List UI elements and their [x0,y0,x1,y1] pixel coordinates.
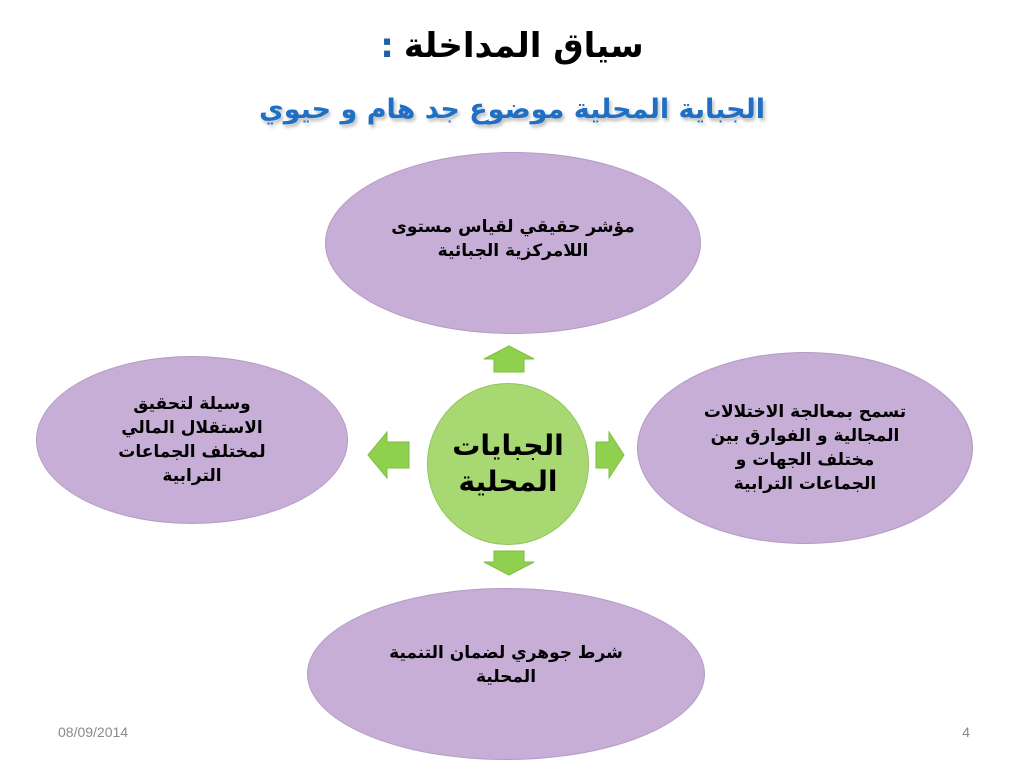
footer-date: 08/09/2014 [58,724,129,740]
arrow-left-icon [367,430,410,480]
node-top: مؤشر حقيقي لقياس مستوى اللامركزية الجبائ… [325,152,701,334]
node-bottom-text: شرط جوهري لضمان التنمية المحلية [389,643,623,687]
node-top-text: مؤشر حقيقي لقياس مستوى اللامركزية الجبائ… [391,217,635,261]
arrow-right-icon [595,430,625,480]
node-right: تسمح بمعالجة الاختلالات المجالية و الفوا… [637,352,973,544]
node-left-text: وسيلة لتحقيق الاستقلال المالي لمختلف الج… [118,394,266,486]
slide-title: سياق المداخلة: [0,22,1024,70]
title-colon: : [380,26,394,66]
page-number: 4 [962,724,970,740]
node-right-text: تسمح بمعالجة الاختلالات المجالية و الفوا… [703,402,907,494]
center-node-text: الجبايات المحلية [452,429,564,498]
arrow-down-icon [483,550,535,576]
node-bottom: شرط جوهري لضمان التنمية المحلية [307,588,705,760]
slide-subtitle: الجباية المحلية موضوع جد هام و حيوي [258,94,766,125]
title-text: سياق المداخلة [403,26,644,66]
node-left: وسيلة لتحقيق الاستقلال المالي لمختلف الج… [36,356,348,524]
center-node: الجبايات المحلية [427,383,589,545]
arrow-up-icon [483,345,535,373]
